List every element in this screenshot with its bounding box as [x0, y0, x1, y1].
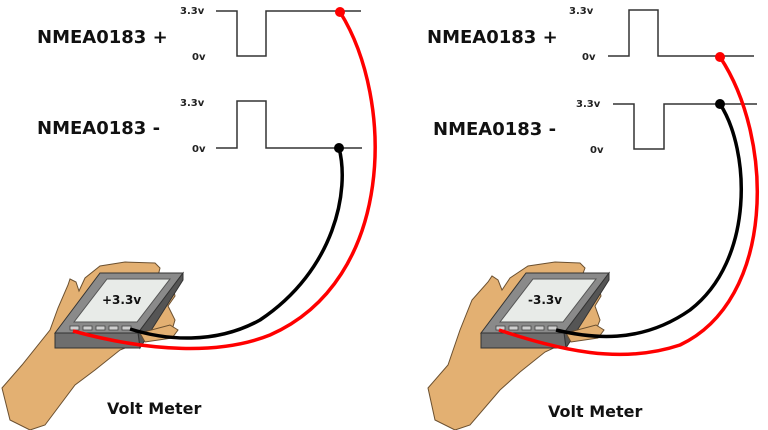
right-minus-waveform: [613, 103, 757, 150]
right-red-probe-tip[interactable]: [715, 52, 725, 62]
meter-buttons: [495, 325, 558, 331]
meter-button[interactable]: [108, 325, 119, 331]
meter-button[interactable]: [95, 325, 106, 331]
right-meter-reading: -3.3v: [528, 293, 562, 307]
right-red-probe-wire[interactable]: [498, 56, 759, 357]
right-meter-caption: Volt Meter: [548, 402, 642, 421]
meter-lcd: [72, 278, 172, 323]
left-meter-caption: Volt Meter: [107, 399, 201, 418]
left-minus-high-label: 3.3v: [180, 98, 205, 109]
left-panel: NMEA0183 + NMEA0183 - 3.3v 0v 3.3v 0v +3…: [1, 6, 377, 430]
meter-lcd: [498, 278, 598, 323]
left-meter-reading: +3.3v: [102, 293, 141, 307]
right-minus-low-label: 0v: [590, 145, 604, 156]
meter-button[interactable]: [69, 325, 80, 331]
meter-button[interactable]: [547, 325, 558, 331]
meter-button[interactable]: [121, 325, 132, 331]
right-plus-low-label: 0v: [582, 52, 596, 63]
meter-button[interactable]: [82, 325, 93, 331]
right-nmea-minus-label: NMEA0183 -: [433, 119, 556, 140]
left-plus-waveform: [216, 10, 361, 57]
right-nmea-plus-label: NMEA0183 +: [427, 27, 558, 48]
meter-button[interactable]: [534, 325, 545, 331]
meter-front-face: [54, 332, 141, 349]
right-volt-meter: -3.3v: [480, 271, 610, 350]
right-black-probe-tip[interactable]: [715, 99, 725, 109]
left-plus-low-label: 0v: [192, 52, 206, 63]
left-black-probe-wire[interactable]: [129, 147, 344, 340]
right-plus-waveform: [608, 9, 754, 57]
left-black-probe-tip[interactable]: [334, 143, 344, 153]
left-plus-high-label: 3.3v: [180, 6, 205, 17]
right-black-probe-wire[interactable]: [555, 103, 744, 339]
left-minus-low-label: 0v: [192, 144, 206, 155]
right-plus-high-label: 3.3v: [569, 6, 594, 17]
right-minus-high-label: 3.3v: [576, 99, 601, 110]
left-nmea-plus-label: NMEA0183 +: [37, 27, 168, 48]
left-red-probe-tip[interactable]: [335, 7, 345, 17]
right-panel: NMEA0183 + NMEA0183 - 3.3v 0v 3.3v 0v -3…: [427, 6, 759, 430]
left-volt-meter: +3.3v: [54, 271, 184, 350]
meter-buttons: [69, 325, 132, 331]
meter-button[interactable]: [521, 325, 532, 331]
meter-button[interactable]: [508, 325, 519, 331]
left-minus-waveform: [216, 100, 362, 149]
left-red-probe-wire[interactable]: [72, 11, 377, 351]
left-nmea-minus-label: NMEA0183 -: [37, 118, 160, 139]
